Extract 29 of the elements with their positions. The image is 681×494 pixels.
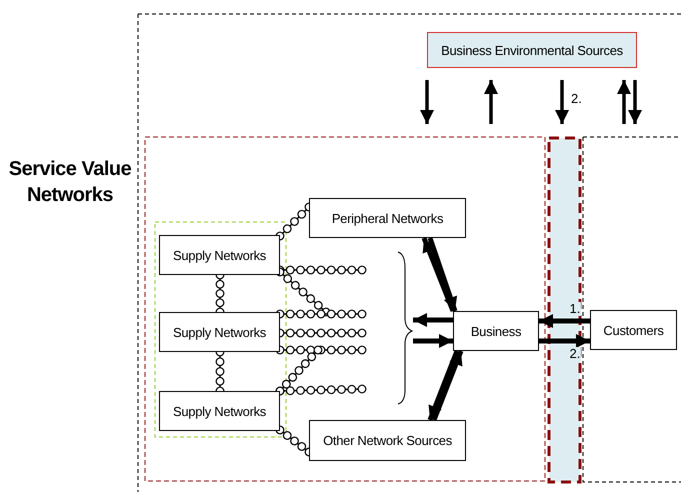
step-number: 2. <box>570 92 583 106</box>
bead-chain <box>276 346 366 354</box>
bead-chain <box>276 310 366 318</box>
network-box: Supply Networks <box>159 391 280 431</box>
arrow <box>413 313 453 327</box>
bead-chain <box>277 268 330 316</box>
customer-box: Customers <box>590 310 677 350</box>
network-box: Supply Networks <box>159 312 280 352</box>
diagram-title: Service Value Networks <box>8 157 132 208</box>
bead-chain <box>280 328 366 338</box>
bead-chain <box>216 352 224 391</box>
curly-brace <box>397 251 413 405</box>
arrow <box>422 237 456 312</box>
source-box: Business Environmental Sources <box>427 32 637 68</box>
edge-label: 2. <box>568 347 582 361</box>
edge-label: 1. <box>568 302 582 316</box>
bead-chain <box>276 426 310 456</box>
network-box: Peripheral Networks <box>309 198 466 238</box>
business-box: Business <box>453 311 539 351</box>
network-box: Other Network Sources <box>309 420 466 461</box>
arrow <box>428 237 458 312</box>
arrow <box>539 334 590 348</box>
bead-chain <box>216 275 224 312</box>
bead-chain <box>276 202 310 240</box>
arrow <box>539 314 590 328</box>
bead-chain <box>280 266 366 274</box>
bead-chain <box>276 384 366 396</box>
arrow <box>413 334 453 348</box>
network-box: Supply Networks <box>159 235 280 275</box>
